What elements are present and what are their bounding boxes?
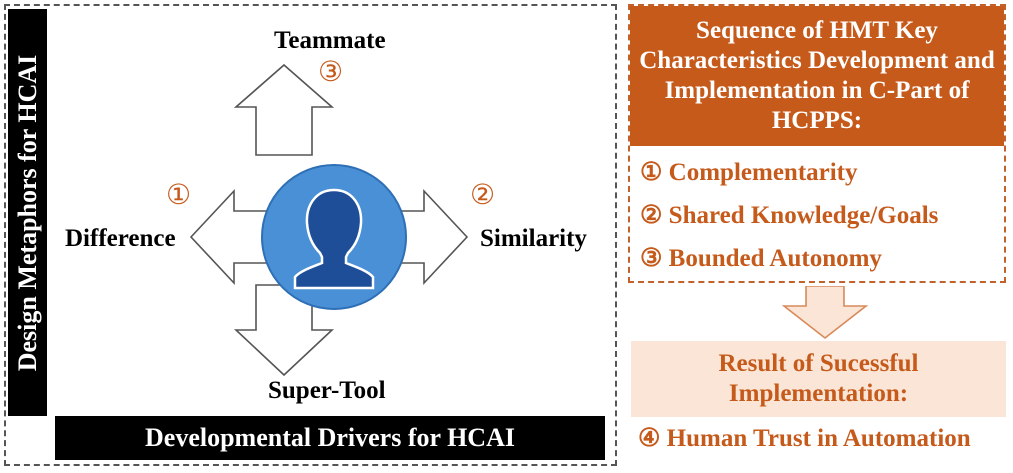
vertical-label-text: Design Metaphors for HCAI: [12, 54, 42, 371]
vertical-label-bar: [8, 9, 47, 416]
person-silhouette-icon: [293, 188, 375, 290]
number-three: ③: [318, 57, 344, 88]
down-arrow-icon: [782, 286, 869, 340]
label-teammate: Teammate: [274, 27, 386, 54]
list-item: ③ Bounded Autonomy: [640, 245, 882, 272]
sequence-box: [628, 4, 1006, 283]
vertical-label: Design Metaphors for HCAI: [8, 9, 47, 416]
bottom-label-bar: Developmental Drivers for HCAI: [55, 416, 605, 460]
result-item: ④ Human Trust in Automation: [638, 425, 971, 452]
number-two: ②: [470, 180, 496, 211]
design-metaphors-panel: [4, 4, 617, 466]
label-similarity: Similarity: [480, 225, 587, 252]
label-super-tool: Super-Tool: [268, 377, 386, 404]
label-difference: Difference: [65, 225, 176, 252]
number-one: ①: [166, 180, 192, 211]
arrow-left: [189, 188, 273, 286]
list-item: ① Complementarity: [640, 159, 858, 186]
list-item: ② Shared Knowledge/Goals: [640, 202, 939, 229]
sequence-header: Sequence of HMT Key Characteristics Deve…: [630, 6, 1004, 146]
arrow-up: [233, 63, 335, 156]
metaphor-diagram: [189, 63, 469, 377]
result-box: Result of Sucessful Implementation:: [631, 341, 1006, 417]
